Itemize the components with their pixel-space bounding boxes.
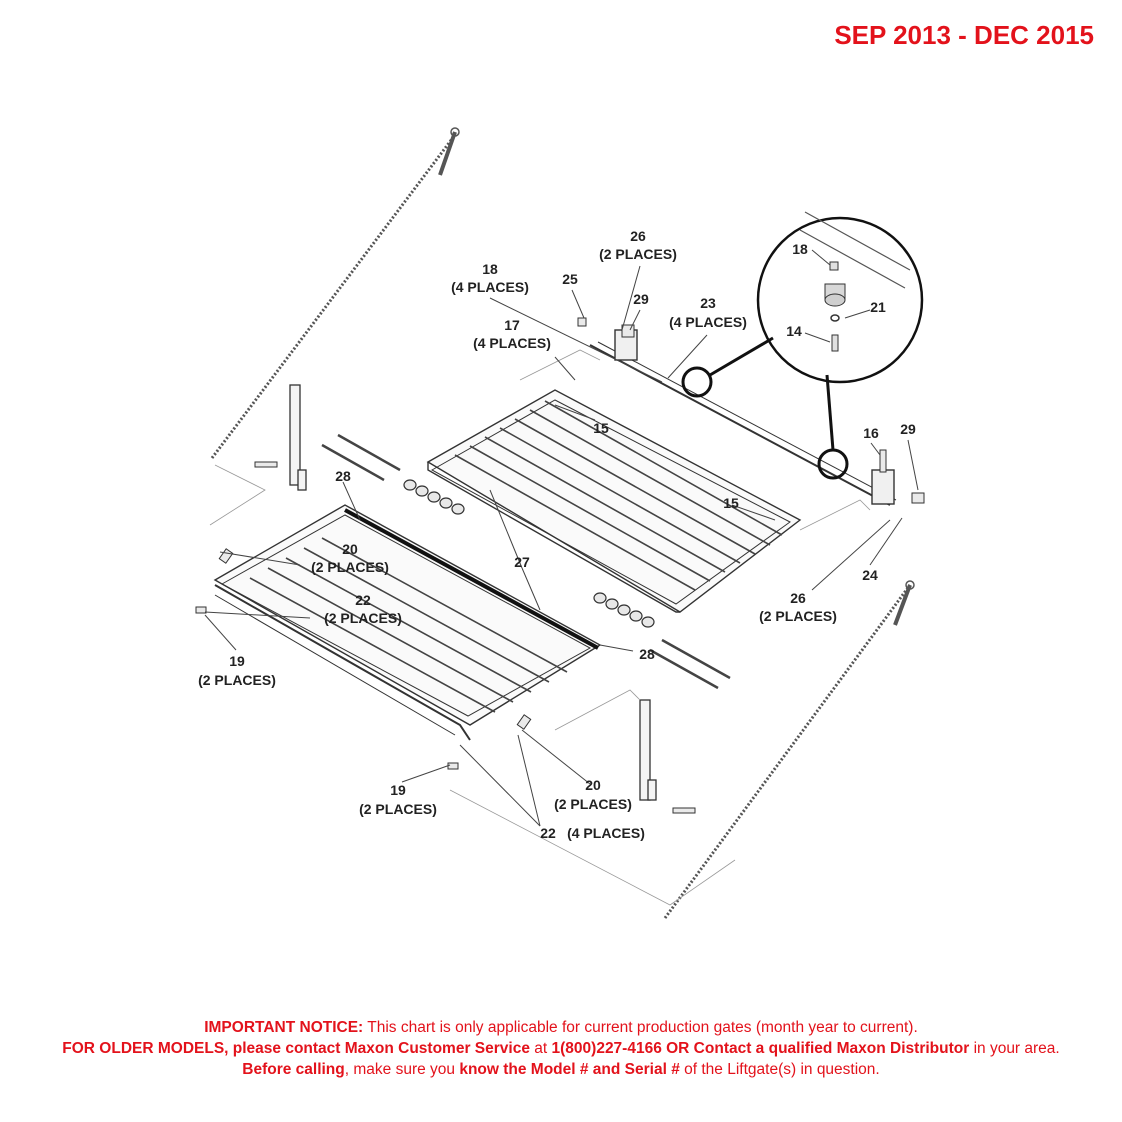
callout-qty: (2 PLACES) [554, 796, 632, 812]
callout-qty: (4 PLACES) [451, 279, 529, 295]
callout-number: 24 [862, 567, 878, 583]
callout-19-left: 19 (2 PLACES) [198, 653, 276, 688]
callout-21: 21 [870, 299, 886, 315]
callout-number: 27 [514, 554, 530, 570]
upright-right [639, 699, 657, 801]
notice-make-sure-text: , make sure you [344, 1061, 460, 1078]
chain-right [663, 580, 915, 919]
callout-19-bottom: 19 (2 PLACES) [359, 782, 437, 817]
chain-left [210, 127, 460, 459]
callout-number: 21 [870, 299, 886, 315]
callout-number: 28 [639, 646, 655, 662]
callout-15-top: 15 [593, 420, 609, 436]
callout-qty: (2 PLACES) [324, 610, 402, 626]
callout-number: 28 [335, 468, 351, 484]
rollers [403, 479, 655, 628]
notice-phone-bold: 1(800)227-4166 OR Contact a qualified Ma… [551, 1040, 970, 1057]
date-range-title: SEP 2013 - DEC 2015 [834, 20, 1094, 50]
upright-left [289, 384, 307, 491]
callout-16: 16 [863, 425, 879, 441]
notice-older-bold: FOR OLDER MODELS, please contact Maxon C… [62, 1040, 530, 1057]
notice-at-text: at [529, 1040, 552, 1057]
notice-area-text: in your area. [969, 1040, 1060, 1057]
callout-qty: (2 PLACES) [759, 608, 837, 624]
callout-23: 23 (4 PLACES) [669, 295, 747, 330]
callout-number: 17 [504, 317, 520, 333]
notice-know-bold: know the Model # and Serial # [459, 1061, 680, 1078]
notice-lead-bold: IMPORTANT NOTICE: [204, 1019, 364, 1036]
callout-number: 19 [229, 653, 245, 669]
callout-number: 15 [723, 495, 739, 511]
callout-qty: (4 PLACES) [567, 825, 645, 841]
callout-qty: (4 PLACES) [669, 314, 747, 330]
callout-qty: (4 PLACES) [473, 335, 551, 351]
callout-number: 26 [790, 590, 806, 606]
callout-number: 29 [633, 291, 649, 307]
lower-platform [213, 504, 602, 741]
rods [321, 433, 731, 690]
callout-number: 26 [630, 228, 646, 244]
callout-26-bottom: 26 (2 PLACES) [759, 590, 837, 624]
notice-before-bold: Before calling [242, 1061, 345, 1078]
callout-26-top: 26 (2 PLACES) [599, 228, 677, 262]
callout-20-bottom: 20 (2 PLACES) [554, 777, 632, 812]
phantom-lines [209, 349, 871, 906]
important-notice: IMPORTANT NOTICE: This chart is only app… [60, 1017, 1062, 1080]
callout-27: 27 [514, 554, 530, 570]
callout-number: 22 [540, 825, 556, 841]
notice-lead-text: This chart is only applicable for curren… [363, 1019, 918, 1036]
callout-number: 23 [700, 295, 716, 311]
callout-qty: (2 PLACES) [311, 559, 389, 575]
callout-number: 18 [482, 261, 498, 277]
leader-lines [204, 249, 919, 827]
callout-24: 24 [862, 567, 878, 583]
callout-14: 14 [786, 323, 802, 339]
callout-qty: (2 PLACES) [359, 801, 437, 817]
callout-qty: (2 PLACES) [599, 246, 677, 262]
callout-number: 22 [355, 592, 371, 608]
small-parts [195, 317, 925, 814]
callout-number: 18 [792, 241, 808, 257]
callout-29-top: 29 [633, 291, 649, 307]
callout-28-top: 28 [335, 468, 351, 484]
callout-number: 15 [593, 420, 609, 436]
callout-number: 20 [585, 777, 601, 793]
callout-28-bottom: 28 [639, 646, 655, 662]
callout-22-left: 22 (2 PLACES) [324, 592, 402, 626]
callout-number: 16 [863, 425, 879, 441]
callout-20-left: 20 (2 PLACES) [311, 541, 389, 575]
callout-22-bottom: 22 (4 PLACES) [540, 825, 645, 841]
callout-29-right: 29 [900, 421, 916, 437]
callout-18-left: 18 (4 PLACES) [451, 261, 529, 295]
callout-number: 29 [900, 421, 916, 437]
callout-number: 20 [342, 541, 358, 557]
callout-25: 25 [562, 271, 578, 287]
callout-17: 17 (4 PLACES) [473, 317, 551, 351]
main-platform [426, 329, 897, 613]
notice-end-text: of the Liftgate(s) in question. [679, 1061, 880, 1078]
detail-view [681, 211, 924, 480]
callout-qty: (2 PLACES) [198, 672, 276, 688]
callout-15-bottom: 15 [723, 495, 739, 511]
callout-number: 25 [562, 271, 578, 287]
callout-18-detail: 18 [792, 241, 808, 257]
callout-number: 19 [390, 782, 406, 798]
callout-number: 14 [786, 323, 802, 339]
